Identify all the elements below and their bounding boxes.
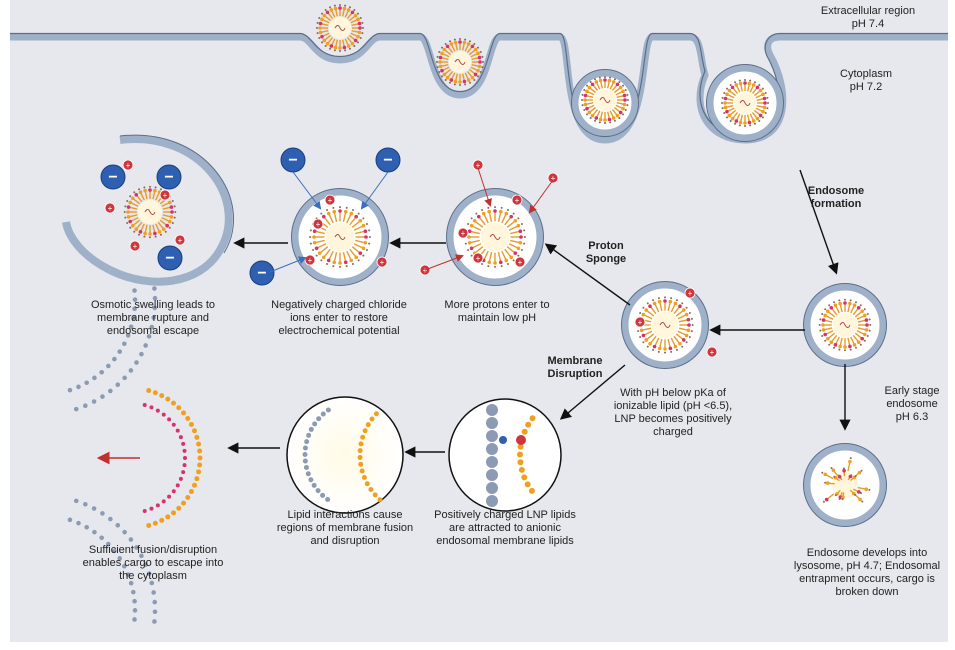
svg-text:−: − [108, 169, 117, 186]
svg-text:+: + [178, 236, 183, 245]
svg-text:+: + [328, 196, 333, 205]
svg-text:−: − [288, 152, 297, 169]
svg-text:+: + [688, 289, 693, 298]
cationic-lipid-charge-icon [516, 435, 526, 445]
cargo-escape-label: Sufficient fusion/disruptionenables carg… [83, 544, 224, 583]
attraction-label: Positively charged LNP lipidsare attract… [434, 509, 576, 548]
more-protons-label: More protons enter tomaintain low pH [444, 299, 549, 325]
chloride-ion-icon: − [157, 165, 181, 189]
lysosome-label: Endosome develops intolysosome, pH 4.7; … [794, 547, 940, 599]
proton-icon: + [175, 235, 185, 245]
fusion-label: Lipid interactions causeregions of membr… [277, 509, 413, 548]
svg-text:−: − [383, 152, 392, 169]
svg-text:−: − [164, 169, 173, 186]
proton-icon: + [707, 347, 717, 357]
proton-icon: + [473, 253, 483, 263]
svg-text:+: + [710, 348, 715, 357]
svg-text:+: + [380, 258, 385, 267]
chloride-ion-icon: − [101, 165, 125, 189]
svg-text:+: + [423, 266, 428, 275]
endosome-formation-label: Endosomeformation [808, 185, 864, 211]
osmotic-swelling-label: Osmotic swelling leads tomembrane ruptur… [91, 299, 215, 338]
proton-icon: + [105, 203, 115, 213]
svg-text:+: + [461, 229, 466, 238]
svg-text:+: + [316, 220, 321, 229]
lipid-nanoparticle [316, 4, 364, 52]
svg-text:+: + [108, 204, 113, 213]
chloride-ion-icon: − [376, 148, 400, 172]
proton-icon: + [377, 257, 387, 267]
proton-icon: + [130, 241, 140, 251]
zoom-circle-attraction [449, 399, 561, 511]
anionic-lipid-charge-icon [499, 436, 507, 444]
svg-text:+: + [163, 191, 168, 200]
svg-text:−: − [165, 250, 174, 267]
extracellular-label: Extracellular regionpH 7.4 [821, 5, 915, 31]
proton-icon: + [515, 257, 525, 267]
svg-text:+: + [133, 242, 138, 251]
early-endosome-label: Early stageendosomepH 6.3 [884, 385, 939, 424]
membrane-disruption-label: MembraneDisruption [547, 355, 602, 381]
proton-icon: + [635, 317, 645, 327]
svg-text:+: + [518, 258, 523, 267]
proton-icon: + [160, 190, 170, 200]
proton-sponge-label: ProtonSponge [586, 240, 626, 266]
chloride-ion-icon: − [250, 261, 274, 285]
positively-charged-label: With pH below pKa ofionizable lipid (pH … [614, 387, 732, 439]
svg-text:+: + [515, 196, 520, 205]
svg-text:−: − [257, 265, 266, 282]
proton-icon: + [548, 173, 558, 183]
svg-text:+: + [126, 161, 131, 170]
chloride-label: Negatively charged chlorideions enter to… [271, 299, 407, 338]
svg-text:+: + [638, 318, 643, 327]
chloride-ion-icon: − [158, 246, 182, 270]
cytoplasm-label: CytoplasmpH 7.2 [840, 68, 892, 94]
proton-icon: + [685, 288, 695, 298]
proton-icon: + [325, 195, 335, 205]
proton-icon: + [512, 195, 522, 205]
svg-text:+: + [308, 256, 313, 265]
lipid-nanoparticle [436, 38, 484, 86]
chloride-ion-icon: − [281, 148, 305, 172]
proton-icon: + [458, 228, 468, 238]
proton-icon: + [313, 219, 323, 229]
proton-icon: + [305, 255, 315, 265]
svg-text:+: + [476, 254, 481, 263]
proton-icon: + [123, 160, 133, 170]
